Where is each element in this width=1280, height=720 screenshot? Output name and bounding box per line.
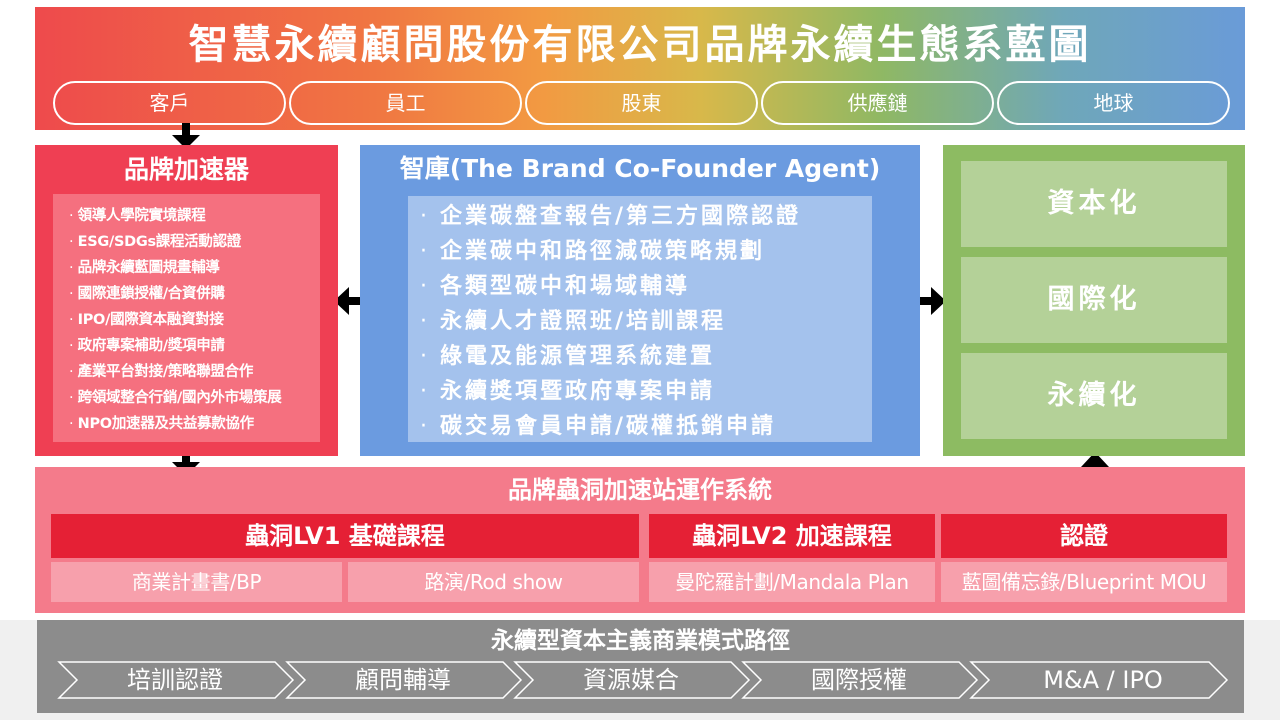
think-tank-panel: 智庫(The Brand Co-Founder Agent) 企業碳盤查報告/第… — [360, 145, 920, 456]
list-item: 品牌永續藍圖規畫輔導 — [69, 255, 320, 281]
outcome-sustainability: 永續化 — [961, 353, 1227, 439]
chevron-icon — [57, 661, 295, 699]
path-step-licensing: 國際授權 — [811, 666, 907, 694]
think-tank-title: 智庫(The Brand Co-Founder Agent) — [399, 154, 881, 183]
wormhole-cell-roadshow: 路演/Rod show — [348, 562, 639, 602]
list-item: 各類型碳中和場域輔導 — [420, 269, 872, 304]
list-item: ESG/SDGs課程活動認證 — [69, 229, 320, 255]
stakeholder-supply-chain: 供應鏈 — [761, 81, 994, 125]
stakeholder-shareholder: 股東 — [525, 81, 758, 125]
brand-accelerator-list: 領導人學院實境課程 ESG/SDGs課程活動認證 品牌永續藍圖規畫輔導 國際連鎖… — [53, 194, 320, 442]
list-item: 永續人才證照班/培訓課程 — [420, 304, 872, 339]
list-item: 跨領域整合行銷/國內外市場策展 — [69, 385, 320, 411]
outcome-internationalization: 國際化 — [961, 257, 1227, 343]
wormhole-cell-mandala: 曼陀羅計劃/Mandala Plan — [649, 562, 935, 602]
stakeholder-employee: 員工 — [289, 81, 522, 125]
path-step-consulting: 顧問輔導 — [355, 666, 451, 694]
wormhole-cell-bp: 商業計畫書/BP — [51, 562, 342, 602]
business-path-title: 永續型資本主義商業模式路徑 — [491, 628, 790, 654]
arrow-left-icon — [334, 287, 361, 315]
certification-header: 認證 — [941, 514, 1227, 558]
list-item: 產業平台對接/策略聯盟合作 — [69, 359, 320, 385]
brand-accelerator-title: 品牌加速器 — [123, 155, 249, 184]
chevron-icon — [741, 661, 979, 699]
path-step-ma-ipo: M&A / IPO — [1043, 666, 1163, 694]
path-step-matching: 資源媒合 — [583, 666, 679, 694]
outcome-capitalization: 資本化 — [961, 161, 1227, 247]
list-item: 國際連鎖授權/合資併購 — [69, 281, 320, 307]
list-item: 綠電及能源管理系統建置 — [420, 339, 872, 374]
brand-accelerator-panel: 品牌加速器 領導人學院實境課程 ESG/SDGs課程活動認證 品牌永續藍圖規畫輔… — [35, 145, 338, 456]
wormhole-lv2-header: 蟲洞LV2 加速課程 — [649, 514, 935, 558]
page-title: 智慧永續顧問股份有限公司品牌永續生態系藍圖 — [188, 22, 1092, 68]
arrow-right-icon — [919, 287, 946, 315]
path-step-training: 培訓認證 — [127, 666, 223, 694]
business-path-panel: 永續型資本主義商業模式路徑 培訓認證 顧問輔導 資源媒合 國際授權 M&A / … — [37, 620, 1244, 713]
think-tank-list: 企業碳盤查報告/第三方國際認證 企業碳中和路徑減碳策略規劃 各類型碳中和場域輔導… — [408, 196, 872, 442]
stakeholder-earth: 地球 — [997, 81, 1230, 125]
wormhole-lv1-header: 蟲洞LV1 基礎課程 — [51, 514, 639, 558]
outcomes-panel: 資本化 國際化 永續化 — [943, 145, 1245, 456]
list-item: 政府專案補助/獎項申請 — [69, 333, 320, 359]
list-item: IPO/國際資本融資對接 — [69, 307, 320, 333]
list-item: 碳交易會員申請/碳權抵銷申請 — [420, 409, 872, 444]
stakeholder-customer: 客戶 — [53, 81, 286, 125]
list-item: 企業碳盤查報告/第三方國際認證 — [420, 199, 872, 234]
list-item: 領導人學院實境課程 — [69, 203, 320, 229]
list-item: 企業碳中和路徑減碳策略規劃 — [420, 234, 872, 269]
arrow-down-icon — [172, 123, 200, 149]
chevron-icon — [513, 661, 751, 699]
list-item: NPO加速器及共益募款協作 — [69, 411, 320, 437]
chevron-arrows — [57, 661, 1229, 699]
chevron-icon — [285, 661, 523, 699]
header-banner: 智慧永續顧問股份有限公司品牌永續生態系藍圖 客戶 員工 股東 供應鏈 地球 — [35, 7, 1245, 130]
wormhole-system-title: 品牌蟲洞加速站運作系統 — [508, 476, 772, 504]
wormhole-system-panel: 品牌蟲洞加速站運作系統 蟲洞LV1 基礎課程 蟲洞LV2 加速課程 認證 商業計… — [35, 467, 1245, 613]
list-item: 永續獎項暨政府專案申請 — [420, 374, 872, 409]
wormhole-cell-blueprint: 藍圖備忘錄/Blueprint MOU — [941, 562, 1227, 602]
chevron-icon — [969, 661, 1229, 699]
